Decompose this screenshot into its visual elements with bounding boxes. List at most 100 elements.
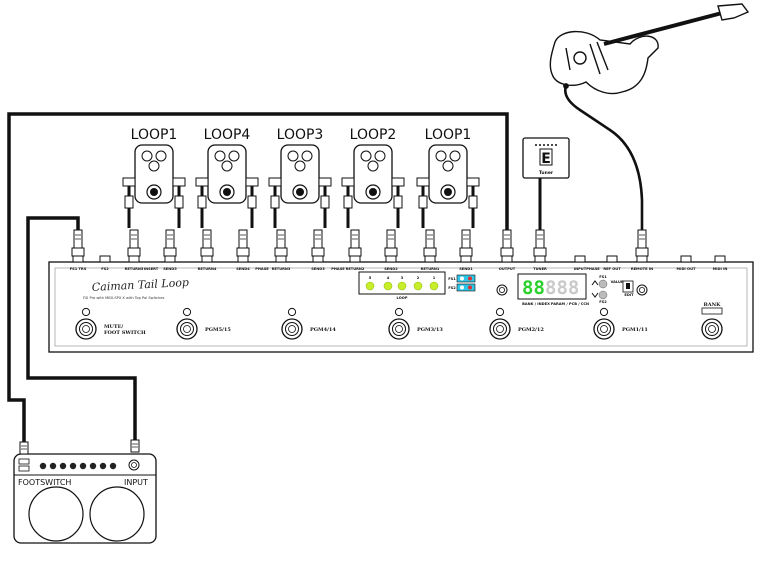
seven-segment-display: 88 888 BANK / INDEX PARAM / PCB / CCN (517, 273, 589, 306)
loop-led-number: 4 (387, 276, 390, 280)
jack-7[interactable] (274, 229, 288, 263)
jack-19[interactable] (714, 255, 726, 263)
loop-pedals: LOOP1 LOOP4 LOOP3 LOOP2 LOOP1 (122, 127, 480, 228)
footswitch-label: PGM3/13 (417, 327, 443, 333)
footswitch-label: PGM1/11 (622, 327, 648, 333)
loop-led-number: 1 (433, 276, 436, 280)
amp-speaker-right (89, 486, 145, 542)
footswitch-6[interactable]: PGM1/11 (593, 307, 648, 340)
tuner-pedal: E Tuner (522, 137, 570, 179)
jack-label: OUTPUT (499, 267, 516, 271)
edit-knob[interactable] (636, 284, 648, 296)
jack-1[interactable] (71, 229, 85, 263)
fs-indicator-1: FS1 (448, 274, 476, 283)
brand-subtitle: FSI Pro with MIDI-SPX X with Top Pol Swi… (83, 296, 164, 300)
loop-led-2: 2 (413, 276, 423, 291)
loop-led-caption: LOOP (397, 296, 408, 300)
jack-13[interactable] (500, 229, 514, 263)
small-label: PHASE (586, 267, 600, 271)
insert-knob[interactable] (496, 284, 508, 296)
jack-15[interactable] (574, 255, 586, 263)
jack-2[interactable] (99, 255, 111, 263)
jack-17[interactable] (635, 229, 649, 263)
tuner-leds (535, 144, 557, 146)
arrow-down-button[interactable] (591, 290, 608, 300)
jack-label: TUNER (533, 267, 547, 271)
footswitch-label: PGM2/12 (518, 327, 544, 333)
fs-indicator-2: FS2 (448, 283, 476, 292)
jack-label: MIDI IN (713, 267, 728, 271)
footswitch-4[interactable]: PGM3/13 (388, 307, 443, 340)
amp-footswitch-plug (19, 441, 29, 455)
jack-label: RETURN3 (272, 267, 291, 271)
amp-knobs (39, 462, 117, 470)
footswitch-label: PGM4/14 (310, 327, 336, 333)
footswitch-label: BANK (703, 302, 721, 308)
footswitch-1[interactable]: MUTE/FOOT SWITCH (75, 307, 146, 340)
footswitch-row: MUTE/FOOT SWITCH PGM5/15 PGM4/14 PGM3/13 PGM… (75, 302, 723, 340)
jack-9[interactable] (348, 229, 362, 263)
fs-indicator-label: FS2 (448, 286, 456, 290)
loop-pedal-2: LOOP4 (195, 127, 259, 228)
jack-label: RETURN5 (125, 267, 144, 271)
loop-led-5: 5 (365, 276, 375, 291)
loop-pedal-4: LOOP2 (341, 127, 405, 228)
jack-5[interactable] (200, 229, 214, 263)
loop-pedal-label: LOOP2 (350, 127, 397, 143)
jack-label: RETURN2 (346, 267, 365, 271)
jack-4[interactable] (163, 229, 177, 263)
small-label: INSERT (144, 267, 159, 271)
loop-pedal-label: LOOP1 (425, 127, 472, 143)
jack-14[interactable] (533, 229, 547, 263)
footswitch-label: PGM5/15 (205, 327, 231, 333)
jack-label: REMOTE IN (631, 267, 653, 271)
small-label: PHASE (255, 267, 269, 271)
fs-indicator-label: FS1 (448, 277, 456, 281)
jack-6[interactable] (236, 229, 250, 263)
cable-output-to-amp (7, 112, 509, 454)
arrow-up-button[interactable] (591, 279, 608, 289)
jack-3[interactable] (127, 229, 141, 263)
down-label: FS2 (599, 300, 607, 304)
footswitch-2[interactable]: PGM5/15 (176, 307, 231, 340)
loop-led-3: 3 (397, 276, 407, 291)
guitar-icon (549, 3, 750, 95)
footswitch-5[interactable]: PGM2/12 (489, 307, 544, 340)
jack-12[interactable] (459, 229, 473, 263)
display-caption-right: PARAM / PCB / CCN (551, 302, 589, 306)
loop-led-4: 4 (383, 276, 393, 291)
jack-label: SEND4 (236, 267, 250, 271)
loop-led-number: 5 (369, 276, 372, 280)
loop-pedal-label: LOOP4 (204, 127, 251, 143)
value-label: VALUE (611, 280, 624, 284)
footswitch-3[interactable]: PGM4/14 (281, 307, 336, 340)
jack-16[interactable] (606, 255, 618, 263)
jack-label: RETURN4 (198, 267, 217, 271)
jack-label: MIDI OUT (677, 267, 696, 271)
value-controls: FS1 FS2 VALUE EDIT (591, 275, 648, 304)
jack-8[interactable] (311, 229, 325, 263)
footswitch-label: MUTE/FOOT SWITCH (104, 324, 146, 336)
display-caption-left: BANK / INDEX (522, 302, 550, 306)
amp-speaker-left (28, 486, 84, 542)
jack-11[interactable] (423, 229, 437, 263)
jack-label: SEND2 (384, 267, 398, 271)
footswitch-7[interactable]: BANK (701, 302, 723, 340)
loop-pedal-3: LOOP3 (268, 127, 332, 228)
jack-10[interactable] (384, 229, 398, 263)
loop-pedal-label: LOOP1 (131, 127, 178, 143)
jack-18[interactable] (680, 255, 692, 263)
brand-name: Caiman Tail Loop (91, 276, 189, 294)
amp-input-label: INPUT (124, 478, 148, 487)
rear-jacks (71, 229, 726, 263)
cable-guitar (564, 84, 644, 234)
toggle-switch-icon[interactable] (622, 280, 634, 293)
jack-label: FS2 (101, 267, 109, 271)
amp-input-plug (130, 439, 140, 453)
loop-led-1: 1 (429, 276, 439, 291)
